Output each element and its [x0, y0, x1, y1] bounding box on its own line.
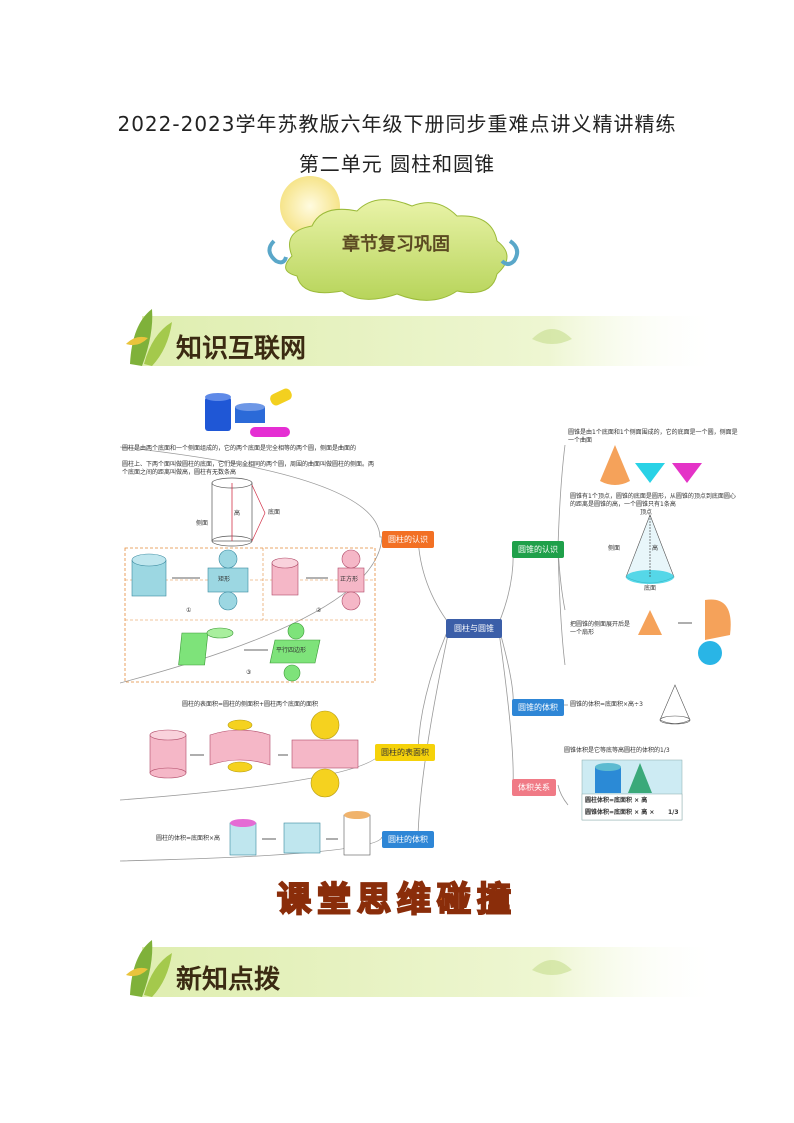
unit-title: 第二单元 圆柱和圆锥 — [298, 152, 496, 176]
cylinder-definition-text: 圆柱是由两个底面和一个侧面组成的，它的两个底面是完全相等的两个圆，侧面是曲面的 — [122, 445, 357, 452]
section-title-new-knowledge: 新知点拨 — [176, 965, 281, 995]
cone-label-height: 高 — [652, 545, 659, 552]
cloud-banner-label: 章节复习巩固 — [342, 234, 450, 255]
tag-cylinder-surface[interactable]: 圆柱的表面积 — [375, 744, 435, 761]
cone-label-base: 底面 — [644, 585, 657, 592]
cone-label-side: 侧面 — [608, 545, 621, 552]
label-height: 高 — [234, 510, 241, 517]
tag-cylinder-know[interactable]: 圆柱的认识 — [382, 531, 434, 548]
volume-relation-text: 圆锥体积是它等底等高圆柱的体积的1/3 — [564, 747, 670, 754]
tag-cylinder-volume[interactable]: 圆柱的体积 — [382, 831, 434, 848]
tag-volume-relation[interactable]: 体积关系 — [512, 779, 556, 796]
document-title: 2022-2023学年苏教版六年级下册同步重难点讲义精讲精练 — [117, 112, 677, 136]
label-n3: ③ — [246, 669, 252, 676]
classroom-banner: 课堂思维碰撞 — [276, 879, 517, 921]
label-n2: ② — [316, 607, 322, 614]
cone-label-top: 顶点 — [640, 509, 653, 516]
relation-cone-formula: 圆锥体积=底面积 × 高 × — [585, 809, 655, 816]
tag-cone-volume[interactable]: 圆锥的体积 — [512, 699, 564, 716]
cone-unfold-text: 把圆锥的侧面展开后是一个扇形 — [570, 621, 631, 636]
surface-formula-text: 圆柱的表面积=圆柱的侧面积+圆柱两个底面的面积 — [182, 701, 319, 708]
cylinder-parts-text: 圆柱上、下两个面叫做圆柱的底面，它们是完全相同的两个圆，周围的曲面叫做圆柱的侧面… — [122, 461, 375, 476]
relation-cylinder-formula: 圆柱体积=底面积 × 高 — [585, 797, 648, 804]
cone-parts-text: 圆锥有1个顶点，圆锥的底面是圆形，从圆锥的顶点到底面圆心的距离是圆锥的高，一个圆… — [570, 493, 736, 508]
label-n1: ① — [186, 607, 192, 614]
section-banner-knowledge: 知识互联网 — [122, 304, 722, 374]
tag-cone-know[interactable]: 圆锥的认识 — [512, 541, 564, 558]
relation-fraction: 1/3 — [668, 809, 679, 816]
label-rectangle: 矩形 — [218, 576, 231, 583]
tag-center-topic[interactable]: 圆柱与圆锥 — [446, 619, 502, 638]
label-side: 侧面 — [196, 520, 209, 527]
label-square: 正方形 — [340, 576, 359, 583]
section-banner-new-knowledge: 新知点拨 — [122, 935, 722, 1005]
section-title-knowledge: 知识互联网 — [176, 334, 307, 364]
cone-definition-text: 圆锥是由1个底面和1个侧面围成的，它的底面是一个圆，侧面是一个曲面 — [568, 429, 738, 444]
cone-volume-formula: 圆锥的体积=底面积×高÷3 — [570, 701, 643, 708]
mind-map: 圆柱的认识 圆柱的表面积 圆柱的体积 圆柱与圆锥 圆锥的认识 圆锥的体积 体积关… — [120, 385, 740, 865]
cloud-banner: 章节复习巩固 — [262, 176, 532, 306]
cylinder-volume-formula: 圆柱的体积=底面积×高 — [156, 835, 221, 842]
label-base: 底面 — [268, 509, 281, 516]
label-parallelogram: 平行四边形 — [276, 647, 307, 654]
